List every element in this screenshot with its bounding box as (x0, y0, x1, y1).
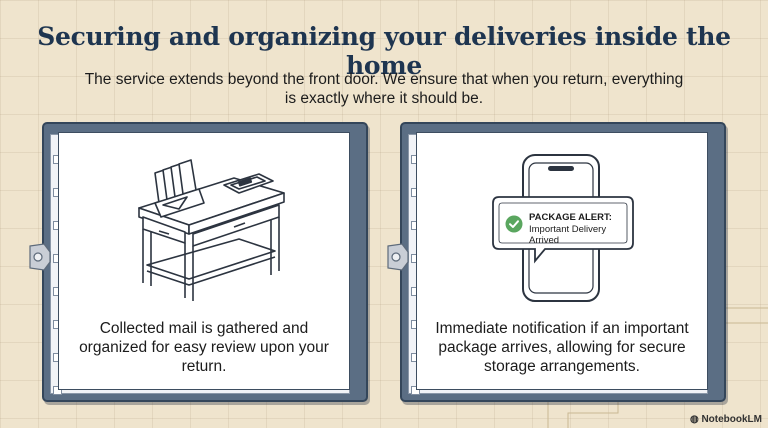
clipboard-mail: Collected mail is gathered and organized… (29, 122, 368, 402)
brand-name: NotebookLM (701, 414, 762, 425)
mail-card: Collected mail is gathered and organized… (58, 132, 350, 390)
notification-caption: Immediate notification if an important p… (435, 320, 689, 375)
page-title: Securing and organizing your deliveries … (37, 22, 731, 80)
clipboard-clip-icon (387, 243, 409, 271)
notification-body-line1: Important Delivery (529, 223, 607, 235)
notification-card: PACKAGE ALERT: Important Delivery Arrive… (416, 132, 708, 390)
notebooklm-logo-icon: ◍ (689, 414, 702, 425)
clipboard-notification: PACKAGE ALERT: Important Delivery Arrive… (387, 122, 726, 402)
mail-table-icon (138, 159, 285, 301)
notification-text: PACKAGE ALERT: Important Delivery Arrive… (529, 212, 629, 247)
page-subtitle: The service extends beyond the front doo… (84, 71, 684, 107)
mail-caption: Collected mail is gathered and organized… (79, 320, 329, 375)
clipboard-clip-icon (29, 243, 51, 271)
smartphone-icon (492, 154, 634, 302)
brand-badge: ◍ NotebookLM (690, 414, 762, 425)
check-circle-icon (505, 215, 523, 233)
notification-body-line2: Arrived (529, 235, 560, 246)
notification-title: PACKAGE ALERT: (529, 212, 612, 223)
